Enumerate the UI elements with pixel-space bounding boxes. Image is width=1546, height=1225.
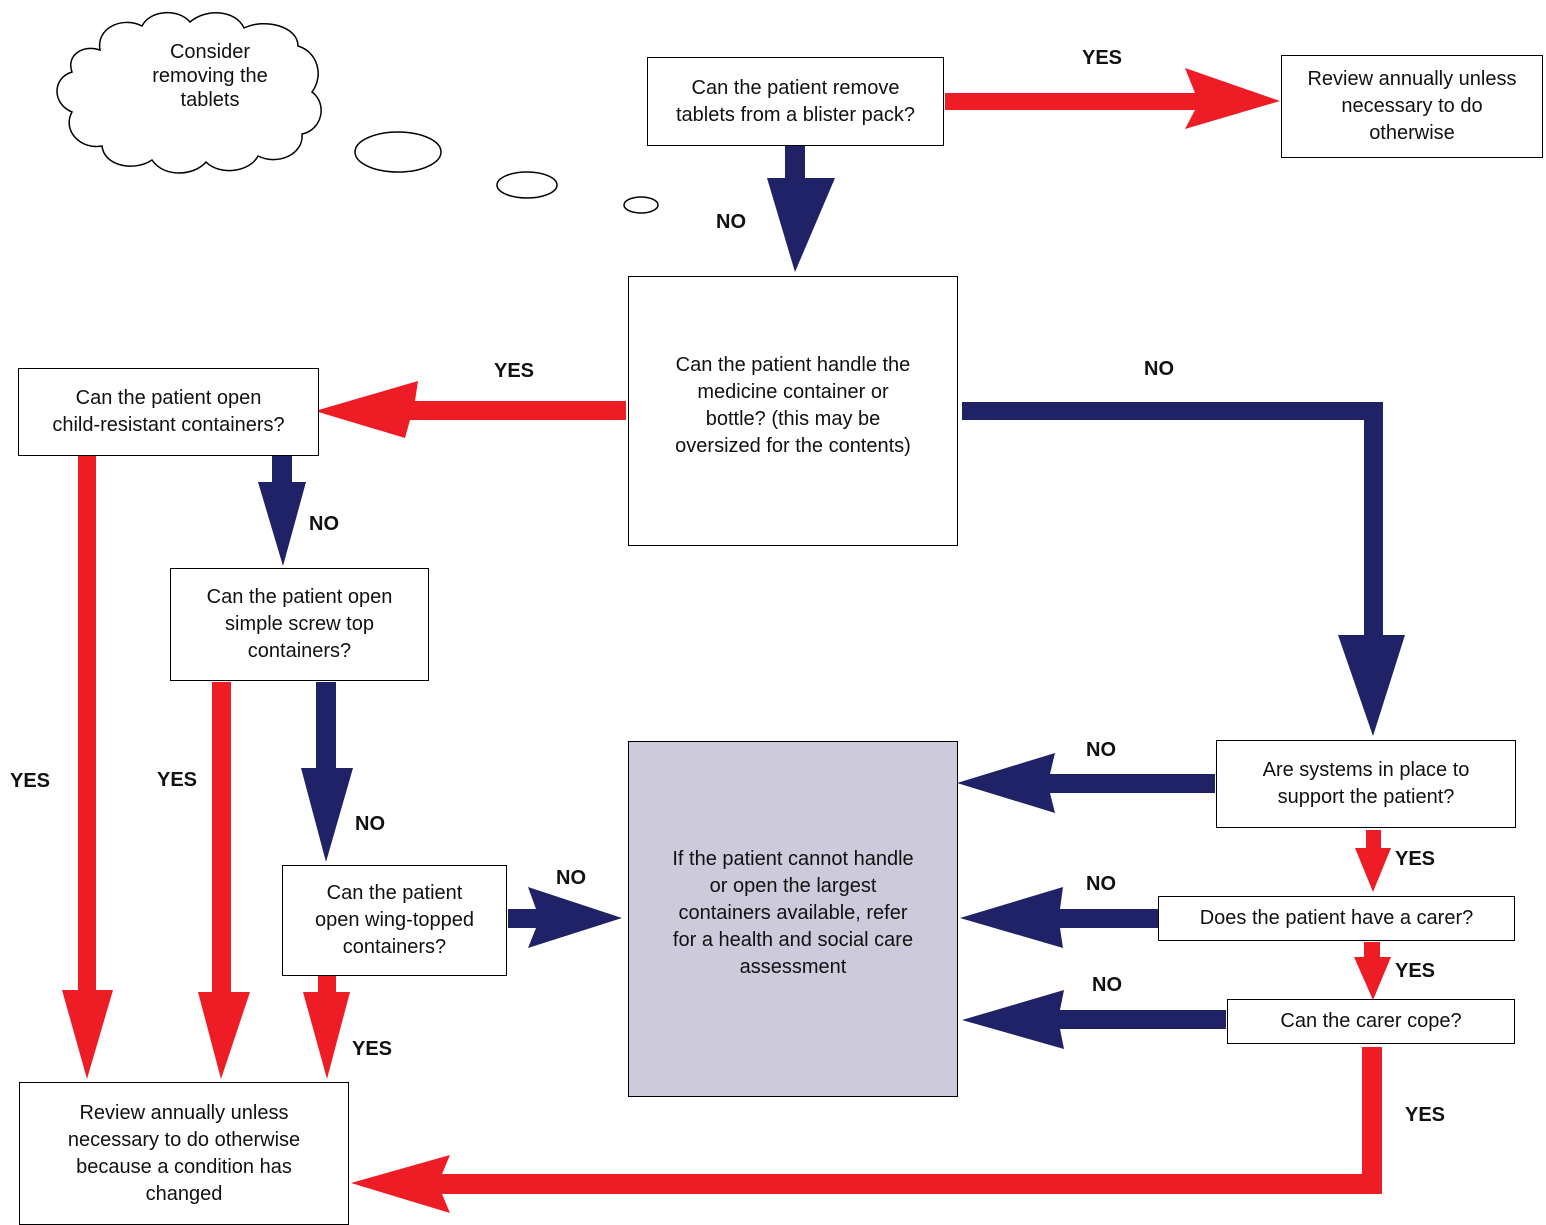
box-blister-pack: Can the patient remove tablets from a bl… <box>647 57 944 146</box>
label-yes-cope: YES <box>1405 1104 1446 1126</box>
label-yes-carer: YES <box>1395 960 1436 982</box>
box-review-annually-top: Review annually unless necessary to do o… <box>1281 55 1543 158</box>
label-no-cope: NO <box>1092 974 1122 996</box>
thought-bubble-large <box>354 131 442 173</box>
label-no-child: NO <box>309 513 339 535</box>
arrow-systems-yes <box>1355 830 1391 892</box>
arrow-wing-yes <box>303 976 350 1079</box>
thought-cloud-shape <box>56 11 322 174</box>
label-yes-screw: YES <box>157 769 198 791</box>
arrow-carer-yes <box>1354 942 1391 1000</box>
box-refer-assessment: If the patient cannot handle or open the… <box>628 741 958 1097</box>
arrow-screw-yes <box>198 682 250 1079</box>
label-yes-blister: YES <box>1082 47 1123 69</box>
arrow-blister-no <box>767 146 835 272</box>
label-no-systems: NO <box>1086 739 1116 761</box>
arrow-handle-no <box>962 402 1405 736</box>
thought-bubble-small <box>623 196 659 214</box>
label-no-carer: NO <box>1086 873 1116 895</box>
arrow-cope-no <box>962 990 1226 1049</box>
label-yes-child: YES <box>10 770 51 792</box>
arrow-wing-no <box>508 887 622 948</box>
thought-text: Consider removing the tablets <box>152 41 268 111</box>
box-have-carer: Does the patient have a carer? <box>1158 896 1515 941</box>
box-systems-in-place: Are systems in place to support the pati… <box>1216 740 1516 828</box>
box-review-annually-bottom: Review annually unless necessary to do o… <box>19 1082 349 1225</box>
arrow-child-no <box>258 456 306 566</box>
label-yes-handle: YES <box>494 360 535 382</box>
thought-bubble-medium <box>496 171 558 199</box>
label-no-handle: NO <box>1144 358 1174 380</box>
arrow-carer-no <box>960 887 1158 948</box>
label-yes-wing: YES <box>352 1038 393 1060</box>
arrow-screw-no <box>301 682 353 862</box>
arrow-handle-yes <box>315 381 626 438</box>
label-no-screw: NO <box>355 813 385 835</box>
arrow-child-yes <box>62 456 113 1079</box>
box-handle-container: Can the patient handle the medicine cont… <box>628 276 958 546</box>
label-no-blister: NO <box>716 211 746 233</box>
box-screw-top: Can the patient open simple screw top co… <box>170 568 429 681</box>
arrow-cope-yes <box>351 1047 1382 1213</box>
arrow-systems-no <box>957 753 1215 813</box>
box-child-resistant: Can the patient open child-resistant con… <box>18 368 319 456</box>
box-wing-top: Can the patient open wing-topped contain… <box>282 865 507 976</box>
box-carer-cope: Can the carer cope? <box>1227 999 1515 1044</box>
arrow-blister-yes <box>945 68 1280 129</box>
label-yes-systems: YES <box>1395 848 1436 870</box>
label-no-wing: NO <box>556 867 586 889</box>
